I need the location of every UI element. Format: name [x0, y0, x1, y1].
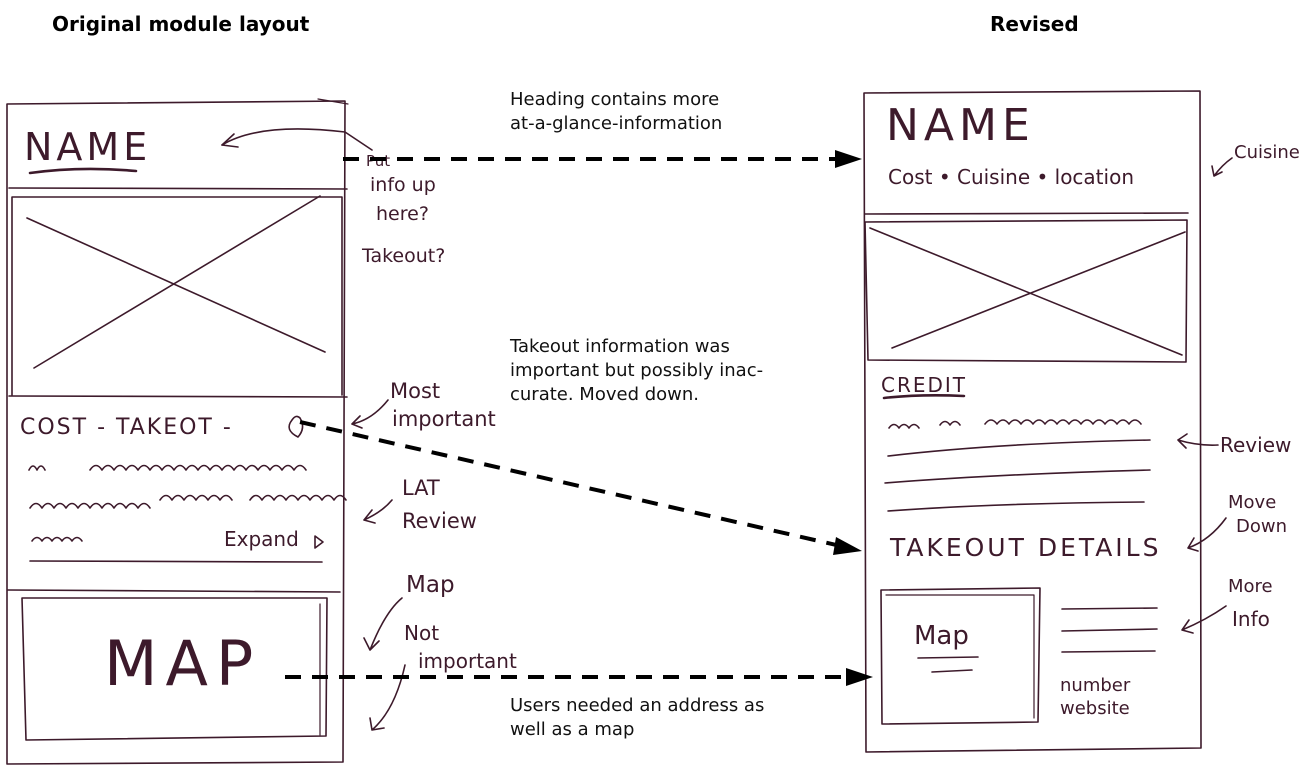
- original-frame: [6, 100, 346, 765]
- original-image-x: [26, 195, 326, 369]
- note-takeout: Takeout information was important but po…: [510, 335, 763, 407]
- annotation-more-arrow: [1181, 605, 1227, 634]
- revised-info-lines: [1061, 607, 1158, 653]
- annotation-map-2: Not: [404, 621, 439, 645]
- original-image-box: [11, 196, 343, 396]
- original-map-label: MAP: [104, 627, 261, 700]
- note-heading-line-2: at-a-glance-information: [510, 113, 723, 134]
- annotation-most-2: important: [392, 407, 496, 431]
- arrow-takeout: [299, 420, 846, 549]
- annotation-map-arrow-down: [369, 664, 406, 731]
- revised-map-label: Map: [914, 621, 969, 651]
- annotation-put-3: here?: [376, 203, 429, 225]
- original-annotations: Put info up here? Takeout? Most importan…: [351, 152, 517, 731]
- revised-credit-label: CREDIT: [881, 373, 967, 397]
- note-takeout-line-3: curate. Moved down.: [510, 384, 700, 405]
- arrow-takeout-head: [833, 537, 862, 555]
- annotation-most-1: Most: [390, 379, 440, 403]
- original-pin-icon: [288, 415, 304, 438]
- note-takeout-line-2: important but possibly inac-: [510, 360, 764, 381]
- revised-map-box: [880, 587, 1041, 725]
- note-address-line-1: Users needed an address as: [510, 695, 765, 716]
- revised-review-scribble-1: [888, 419, 1142, 429]
- original-review-underline: [29, 560, 323, 563]
- arrow-map-head: [846, 668, 873, 686]
- annotation-put-4: Takeout?: [361, 245, 445, 267]
- note-heading-line-1: Heading contains more: [510, 89, 720, 110]
- annotation-move-1: Move: [1228, 492, 1276, 513]
- revised-subline: Cost • Cuisine • location: [888, 165, 1134, 189]
- annotation-map-3: important: [418, 649, 517, 673]
- revised-frame: [863, 90, 1202, 753]
- original-frame-corner: [317, 98, 349, 105]
- connector-arrows: [285, 150, 873, 686]
- note-address-line-2: well as a map: [510, 719, 635, 740]
- original-review-scribble-2: [29, 494, 347, 509]
- revised-website-label: website: [1060, 698, 1130, 719]
- revised-review-scribble-2: [887, 439, 1151, 457]
- annotation-move-2: Down: [1236, 516, 1287, 537]
- original-expand-arrow-icon: [314, 535, 324, 549]
- note-takeout-line-1: Takeout information was: [510, 336, 730, 357]
- revised-review-scribble-4: [887, 501, 1145, 512]
- original-divider-top: [8, 187, 348, 190]
- original-sketch: NAME COST - TAKEOT - Expand MAP: [6, 98, 373, 765]
- original-divider-bottom: [7, 589, 341, 593]
- annotation-most-arrow: [351, 399, 389, 429]
- revised-map-underlines: [917, 656, 979, 673]
- revised-review-scribble-3: [884, 469, 1151, 484]
- annotation-lat-2: Review: [402, 509, 477, 533]
- annotation-lat-1: LAT: [402, 476, 440, 500]
- annotation-cuisine: Cuisine: [1234, 142, 1300, 163]
- annotation-put-2: info up: [370, 174, 436, 196]
- revised-map-box-inner: [885, 594, 1035, 719]
- original-name-label: NAME: [24, 125, 151, 169]
- note-address: Users needed an address as well as a map: [510, 694, 764, 742]
- original-review-scribble-3: [31, 536, 83, 542]
- revised-number-label: number: [1060, 675, 1131, 696]
- annotation-map-1: Map: [406, 572, 455, 598]
- revised-sketch: NAME Cost • Cuisine • location CREDIT TA…: [863, 90, 1202, 753]
- annotation-cuisine-arrow: [1211, 157, 1233, 177]
- original-expand-label: Expand: [224, 527, 299, 551]
- annotation-move-arrow: [1187, 517, 1227, 552]
- revised-credit-underline: [882, 394, 966, 400]
- original-name-arrowhead: [221, 133, 239, 148]
- revised-divider-top: [864, 212, 1189, 215]
- annotation-more-2: Info: [1232, 607, 1270, 631]
- revised-image-x: [869, 227, 1186, 356]
- annotation-more-1: More: [1228, 576, 1273, 597]
- original-layout-heading: Original module layout: [52, 12, 310, 36]
- annotation-review-arrow: [1177, 433, 1219, 449]
- original-name-underline: [28, 167, 138, 175]
- original-review-scribble-1: [28, 464, 307, 471]
- annotation-review: Review: [1220, 433, 1291, 457]
- original-cost-row: COST - TAKEOT -: [20, 415, 233, 440]
- original-name-arrow: [221, 128, 373, 151]
- revised-heading: Revised: [990, 12, 1079, 36]
- annotation-map-arrow-up: [363, 597, 403, 651]
- arrow-heading-head: [835, 150, 862, 168]
- revised-annotations: Cuisine Review Move Down More Info: [1177, 142, 1300, 634]
- revised-name-label: NAME: [886, 100, 1035, 151]
- revised-takeout-details: TAKEOUT DETAILS: [889, 533, 1161, 562]
- original-divider-mid: [8, 395, 348, 398]
- original-map-box: [21, 597, 328, 741]
- revised-image-box: [864, 219, 1188, 363]
- note-heading: Heading contains more at-a-glance-inform…: [510, 88, 722, 136]
- annotation-lat-arrow: [363, 499, 393, 524]
